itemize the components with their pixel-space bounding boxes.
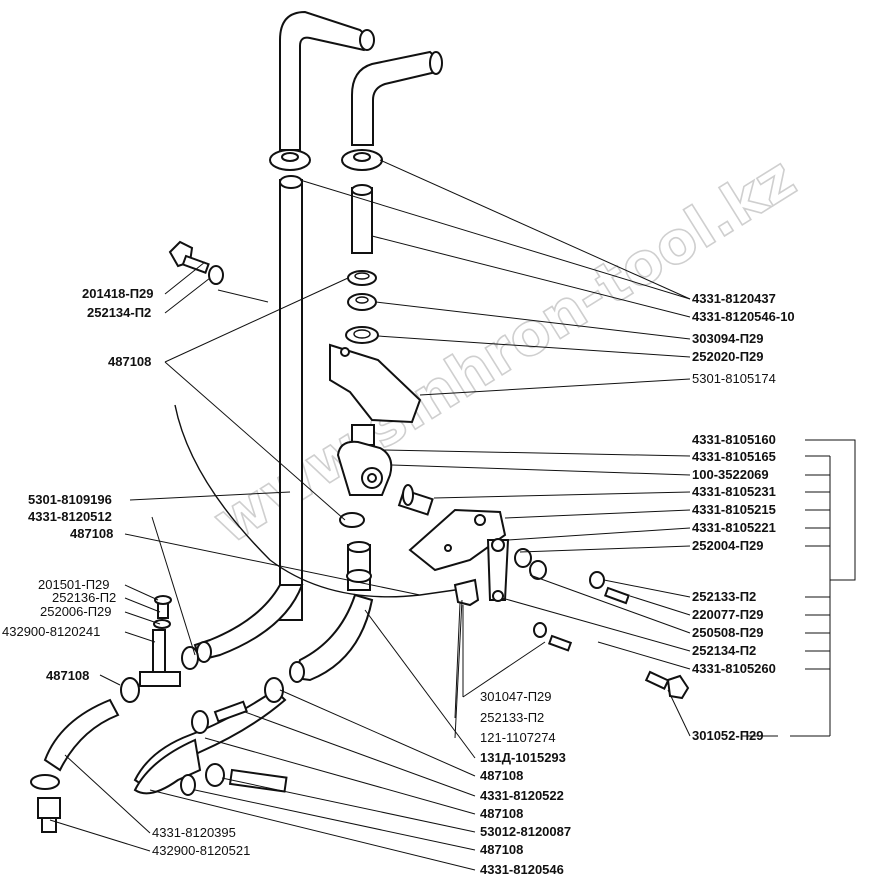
label-252133-a: 252133-П2 <box>692 589 756 604</box>
grommet-left <box>269 149 311 171</box>
clamp-487108-bottom <box>205 763 288 793</box>
lever-arm <box>486 538 510 602</box>
label-252006: 252006-П29 <box>40 604 112 619</box>
right-heater-tube <box>351 50 443 146</box>
label-487108-b: 487108 <box>70 526 113 541</box>
label-252004: 252004-П29 <box>692 538 764 553</box>
fitting-small <box>191 700 248 734</box>
drain-tee <box>120 595 181 703</box>
bolt-301052 <box>644 670 690 700</box>
washers-right <box>514 548 630 652</box>
hose-lower-left <box>30 698 120 833</box>
label-4331-8120395: 4331-8120395 <box>152 825 236 840</box>
heater-valve-body <box>336 424 393 496</box>
label-5301-8105174: 5301-8105174 <box>692 371 776 386</box>
label-252134-a: 252134-П2 <box>87 305 151 320</box>
label-432900-8120521: 432900-8120521 <box>152 843 250 858</box>
label-4331-8105221: 4331-8105221 <box>692 520 776 535</box>
label-4331-8120546-10: 4331-8120546-10 <box>692 309 795 324</box>
label-4331-8120546: 4331-8120546 <box>480 862 564 877</box>
label-201418: 201418-П29 <box>82 286 154 301</box>
label-4331-8105165: 4331-8105165 <box>692 449 776 464</box>
fitting-4331-8105231 <box>397 484 434 516</box>
bracket-5301-8105174 <box>329 343 422 424</box>
nut-303094 <box>347 293 377 311</box>
label-487108-e: 487108 <box>480 806 523 821</box>
label-301047: 301047-П29 <box>480 689 552 704</box>
label-301052: 301052-П29 <box>692 728 764 743</box>
vertical-pipe-right <box>351 184 373 254</box>
label-201501: 201501-П29 <box>38 577 110 592</box>
label-4331-8105231: 4331-8105231 <box>692 484 776 499</box>
label-252133-b: 252133-П2 <box>480 710 544 725</box>
lever-plate <box>408 508 507 572</box>
bolt-201418 <box>168 240 224 285</box>
label-100-3522069: 100-3522069 <box>692 467 769 482</box>
leader-lines <box>49 159 856 871</box>
vertical-pipe-left <box>279 175 303 621</box>
label-4331-8105215: 4331-8105215 <box>692 502 776 517</box>
label-4331-8120437: 4331-8120437 <box>692 291 776 306</box>
clamp-487108-top <box>347 270 377 286</box>
cable-clip <box>453 578 480 607</box>
label-252136: 252136-П2 <box>52 590 116 605</box>
label-4331-8105260: 4331-8105260 <box>692 661 776 676</box>
label-487108-a: 487108 <box>108 354 151 369</box>
pipe-right-lower <box>346 541 372 591</box>
part-labels: 201418-П29 252134-П2 487108 5301-8109196… <box>2 286 795 877</box>
label-303094: 303094-П29 <box>692 331 764 346</box>
hose-long-left <box>193 584 304 663</box>
grommet-right <box>341 149 383 171</box>
label-487108-d: 487108 <box>480 768 523 783</box>
label-5301-8109196: 5301-8109196 <box>28 492 112 507</box>
label-252134-b: 252134-П2 <box>692 643 756 658</box>
hose-131d <box>289 593 374 683</box>
hose-bend-bottom <box>133 738 202 796</box>
label-121-1107274: 121-1107274 <box>480 730 556 745</box>
label-487108-f: 487108 <box>480 842 523 857</box>
label-487108-c: 487108 <box>46 668 89 683</box>
clamp-487108-right <box>339 512 365 528</box>
label-4331-8120512: 4331-8120512 <box>28 509 112 524</box>
label-250508: 250508-П29 <box>692 625 764 640</box>
label-4331-8105160: 4331-8105160 <box>692 432 776 447</box>
label-220077: 220077-П29 <box>692 607 764 622</box>
label-252020: 252020-П29 <box>692 349 764 364</box>
washer-252020 <box>345 326 379 344</box>
label-131d-1015293: 131Д-1015293 <box>480 750 566 765</box>
control-cable <box>174 404 456 598</box>
left-heater-tube <box>279 10 375 151</box>
label-53012-8120087: 53012-8120087 <box>480 824 571 839</box>
label-432900-8120241: 432900-8120241 <box>2 624 100 639</box>
label-4331-8120522: 4331-8120522 <box>480 788 564 803</box>
clamp-487108-left <box>181 646 199 670</box>
